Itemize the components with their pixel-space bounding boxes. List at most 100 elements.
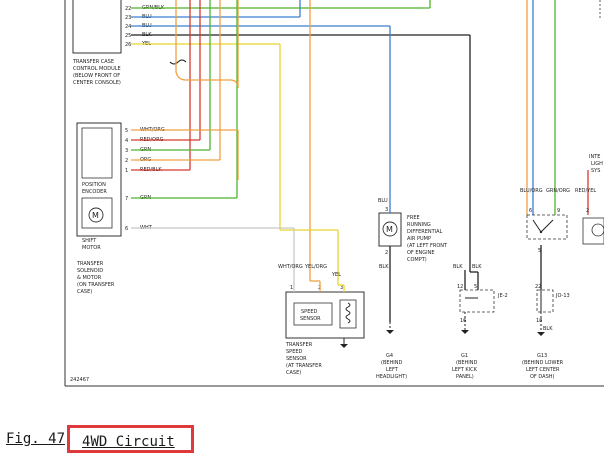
sol-pin-5: 5 [125, 128, 128, 134]
tcm-pin-26: 26 [125, 42, 131, 48]
pump-title-3: DIFFERENTIAL [407, 229, 443, 235]
pump-title-2: RUNNING [407, 222, 431, 228]
ss-wire-3: YEL [331, 272, 341, 278]
g1-pin-16: 16 [460, 318, 466, 324]
g1-wire-2: BLK [472, 264, 482, 270]
g13-ground-icon [537, 332, 545, 336]
tcm-title-4: CENTER CONSOLE) [73, 80, 121, 86]
transfer-solenoid-motor: POSITION ENCODER M SHIFT MOTOR TRANSFER … [76, 122, 165, 295]
g4-loc-2: LEFT [386, 367, 399, 373]
g13-loc-1: (BEHIND LOWER [522, 360, 564, 366]
solenoid-title-2: SOLENOID [77, 268, 103, 274]
pump-m-glyph: M [386, 225, 393, 234]
figure-label: Fig. 47 [6, 431, 66, 447]
g1-pin-12: 12 [457, 284, 463, 290]
pump-title-6: OF ENGINE [407, 250, 435, 256]
ss-coil-icon [345, 302, 351, 324]
pump-pin-top: 3 [385, 207, 388, 213]
rs-wire-label-3: RED/YEL [575, 188, 596, 194]
ss-title-3: SENSOR [286, 356, 307, 362]
solenoid-title-1: TRANSFER [76, 261, 104, 267]
rs-pin-2: 2 [586, 208, 589, 214]
figure-caption: Fig. 47 4WD Circuit [6, 425, 194, 453]
solenoid-title-4: (ON TRANSFER [77, 282, 115, 288]
ss-coil-box [339, 299, 357, 329]
motor-m-glyph: M [92, 211, 99, 220]
solenoid-title-3: & MOTOR [77, 275, 102, 281]
tcm-title-2: CONTROL MODULE [73, 66, 121, 72]
ss-inner-2: SENSOR [300, 316, 321, 322]
free-running-differential-air-pump: BLU 3 M 2 BLK FREE RUNNING DIFFERENTIAL … [378, 198, 448, 270]
sol-pin-3: 3 [125, 148, 128, 154]
ground-g1: BLK BLK 12 5 JE-2 16 G1 (BEHIND LEFT KIC… [452, 264, 508, 380]
transfer-speed-sensor: WHT/ORG YEL/ORG YEL 1 2 3 SPEED SENSOR T… [278, 264, 365, 376]
g4-loc-1: (BEHIND [381, 360, 403, 366]
right-edge-label-2: LIGH [591, 161, 603, 167]
speed-sensor-inner [293, 302, 333, 326]
tcm-pin-23: 23 [125, 15, 131, 21]
pump-pin-bottom: 2 [385, 250, 388, 256]
g13-connector-box [536, 289, 554, 313]
g13-pin-18: 18 [536, 318, 542, 324]
shift-motor-icon [88, 207, 104, 223]
sol-pin-1: 1 [125, 168, 128, 174]
pump-title-5: (AT LEFT FRONT [407, 243, 448, 249]
g1-name: G1 [461, 353, 468, 359]
pump-title-4: AIR PUMP [407, 236, 431, 242]
right-edge-label-1: INTE [589, 154, 600, 160]
figure-title: 4WD Circuit [67, 425, 194, 453]
tcm-title-3: (BELOW FRONT OF [73, 73, 120, 79]
rs-wire-label-1: BLU/ORG [520, 188, 543, 194]
ss-title-5: CASE) [286, 370, 301, 376]
encoder-label-2: ENCODER [82, 189, 107, 195]
rs-pin-9: 9 [557, 208, 560, 214]
g4-loc-3: HEADLIGHT) [376, 374, 407, 380]
g13-connector-id: JO-13 [555, 293, 570, 299]
ground-g13: 22 JO-13 18 BLK G13 (BEHIND LOWER LEFT C… [522, 284, 570, 380]
pump-title-7: COMPT) [407, 257, 427, 263]
lamp-icon [591, 223, 604, 237]
g1-connector-box [459, 289, 495, 313]
sol-pin-6: 6 [125, 226, 128, 232]
g13-pin-22: 22 [535, 284, 541, 290]
g1-connector-id: JE-2 [497, 293, 508, 299]
tcm-title-1: TRANSFER CASE [72, 59, 114, 65]
solenoid-title-5: CASE) [77, 289, 92, 295]
rs-box [526, 214, 568, 240]
rs-switch-icon [532, 219, 554, 233]
g4-ground-icon [386, 330, 394, 334]
rs-switch-dot [539, 230, 543, 234]
wire-wht-org-shielded [175, 0, 239, 89]
g1-ground-icon [461, 330, 469, 334]
tcm-pin-24: 24 [125, 24, 131, 30]
ss-wire-2-a: YEL/ORG [304, 264, 327, 270]
rs-pin-5: 5 [538, 248, 541, 254]
g13-name: G13 [537, 353, 547, 359]
g13-loc-3: OF DASH) [530, 374, 555, 380]
g1-wire-1: BLK [453, 264, 463, 270]
tcm-pin-22: 22 [125, 6, 131, 12]
g1-pin-5: 5 [474, 284, 477, 290]
sol-pin-7: 7 [125, 196, 128, 202]
ss-title-1: TRANSFER [285, 342, 313, 348]
g1-loc-3: PANEL) [456, 374, 474, 380]
right-edge-label-3: SYS [591, 168, 600, 174]
diagram-number: 242467 [70, 377, 89, 383]
right-switch: BLU/ORG GRN/ORG RED/YEL 6 9 2 5 INTE LIG… [520, 0, 604, 254]
ss-wire-1-a: WHT/ORG [278, 264, 303, 270]
rs-pin-6: 6 [529, 208, 532, 214]
sol-pin-4: 4 [125, 138, 128, 144]
ss-pin-3: 3 [340, 285, 343, 291]
shift-motor-label-1: SHIFT [82, 238, 97, 244]
sol-pin-2: 2 [125, 158, 128, 164]
g1-loc-1: (BEHIND [456, 360, 478, 366]
ss-title-4: (AT TRANSFER [286, 363, 322, 369]
rs-wire-label-2: GRN/ORG [546, 188, 570, 194]
ss-inner-1: SPEED [301, 309, 318, 315]
ss-pin-1: 1 [290, 285, 293, 291]
transfer-case-control-module: 22 23 24 25 26 GRN/BLK BLU BLU BLK YEL T… [72, 0, 165, 86]
ss-title-2: SPEED [286, 349, 303, 355]
pump-wire-top: BLU [378, 198, 388, 204]
pump-motor-icon [382, 221, 398, 237]
